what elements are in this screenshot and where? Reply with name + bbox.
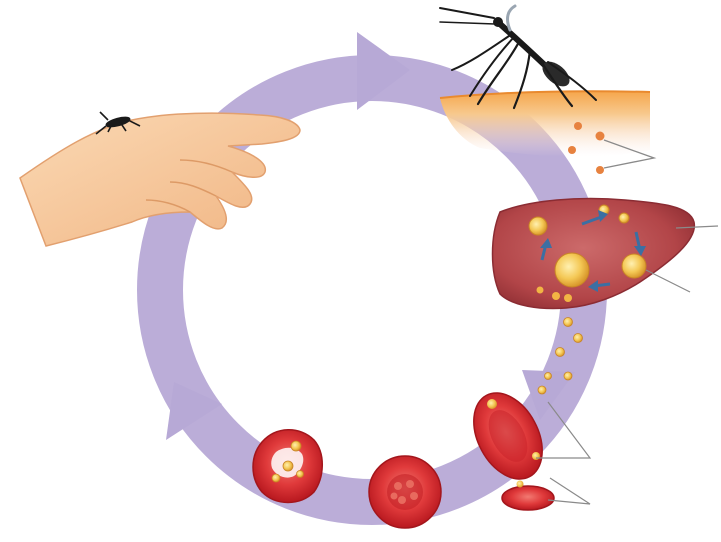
rbc-leader-line-lower	[548, 478, 590, 504]
liver-leader-line-bottom	[646, 270, 690, 292]
infected-liver-icon	[493, 199, 719, 309]
ruptured-red-blood-cell-icon	[253, 430, 322, 503]
schizont-red-blood-cell-icon	[369, 456, 441, 528]
